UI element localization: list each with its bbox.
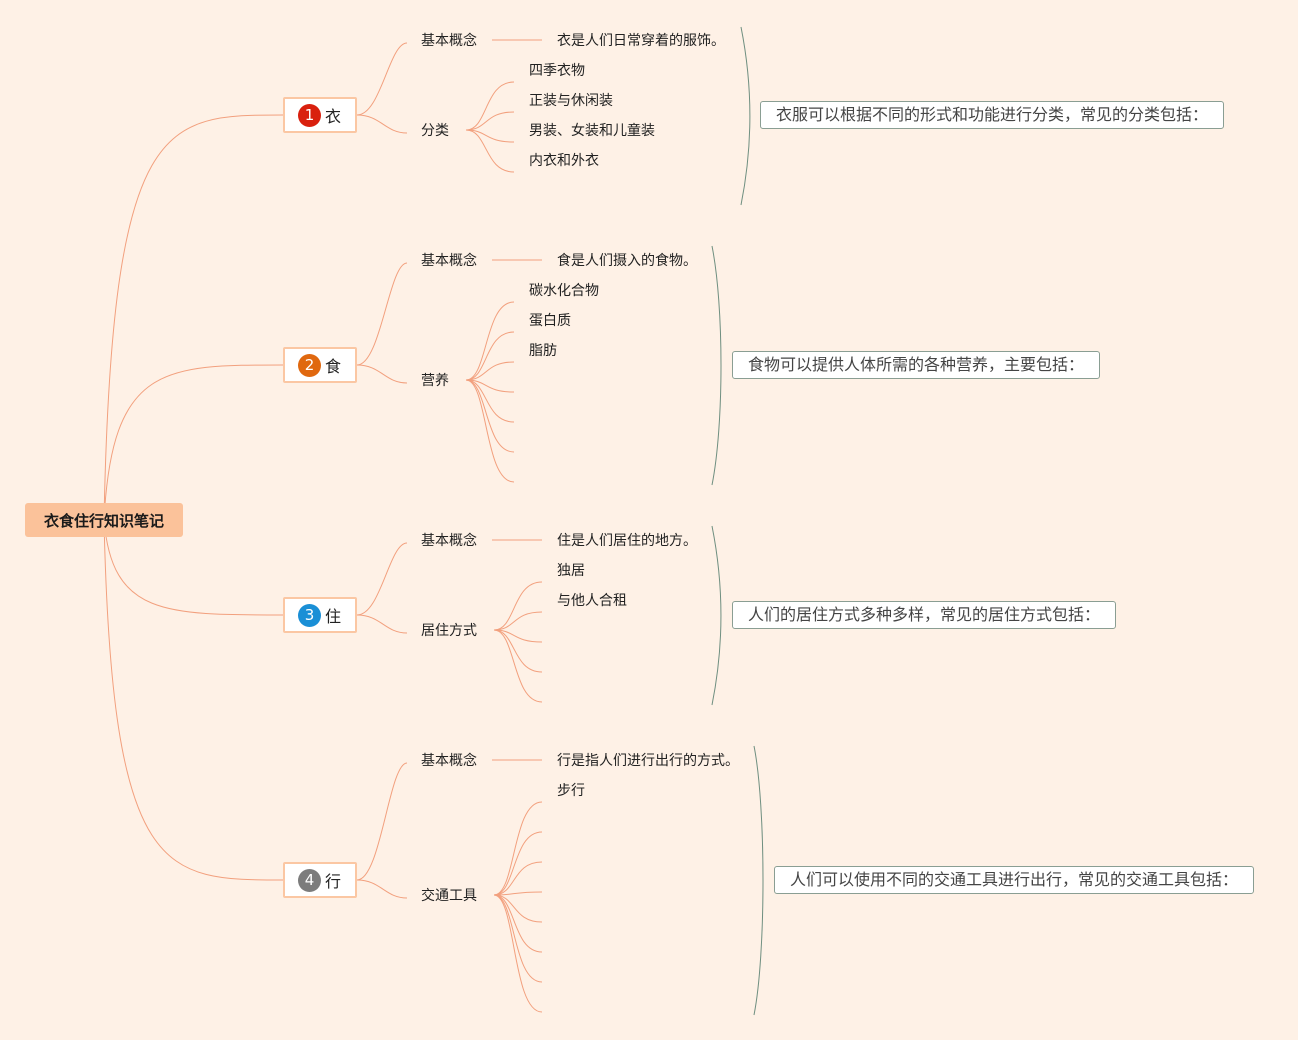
housing-group-label[interactable]: 居住方式 [421,623,477,639]
number-badge: 3 [298,603,321,627]
food-summary-bracket [711,245,722,486]
food-item-connector [465,379,515,423]
housing-summary[interactable]: 人们的居住方式多种多样，常见的居住方式包括： [732,601,1117,629]
food-item-connector [465,301,515,381]
food-item[interactable]: 碳水化合物 [529,283,599,299]
root-to-food-connector [103,364,284,521]
food-group-connector [356,364,408,384]
food-item-connector [465,379,515,483]
clothing-item-connector [465,111,515,131]
topic-label: 衣 [325,107,342,126]
food-concept-connector [356,262,408,366]
transport-item-connector [493,894,543,1013]
housing-concept-text[interactable]: 住是人们居住的地方。 [557,533,697,549]
transport-item-connector [493,801,543,896]
transport-concept-label[interactable]: 基本概念 [421,753,477,769]
clothing-group-label[interactable]: 分类 [421,123,449,139]
root-node[interactable]: 衣食住行知识笔记 [25,503,183,537]
number-badge: 4 [298,868,321,892]
clothing-summary-bracket [740,26,751,206]
housing-concept-connector [356,542,408,616]
transport-item[interactable]: 步行 [557,783,585,799]
clothing-item[interactable]: 四季衣物 [529,63,585,79]
clothing-item-connector [465,81,515,131]
housing-item-connector [493,611,543,631]
root-label: 衣食住行知识笔记 [43,511,164,530]
housing-item[interactable]: 独居 [557,563,585,579]
transport-concept-connector [356,762,408,881]
transport-item-connector [493,894,543,953]
housing-concept-label[interactable]: 基本概念 [421,533,477,549]
transport-item-connector [493,894,543,923]
root-to-housing-connector [103,519,284,616]
food-item[interactable]: 蛋白质 [529,313,571,329]
clothing-item[interactable]: 男装、女装和儿童装 [529,123,655,139]
housing-group-connector [356,614,408,634]
clothing-summary[interactable]: 衣服可以根据不同的形式和功能进行分类，常见的分类包括： [760,101,1225,129]
food-group-label[interactable]: 营养 [421,373,449,389]
food-summary[interactable]: 食物可以提供人体所需的各种营养，主要包括： [732,351,1101,379]
transport-group-connector [356,879,408,899]
food-item-connector [465,379,515,393]
number-badge: 1 [298,103,321,127]
clothing-concept-text[interactable]: 衣是人们日常穿着的服饰。 [557,33,725,49]
housing-item-connector [493,629,543,673]
clothing-item-connector [465,129,515,173]
housing-summary-bracket [711,525,722,706]
topic-label: 食 [325,357,342,376]
clothing-group-connector [356,114,408,134]
number-badge: 2 [298,353,321,377]
root-to-clothing-connector [103,114,284,521]
transport-concept-text[interactable]: 行是指人们进行出行的方式。 [557,753,739,769]
transport-group-label[interactable]: 交通工具 [421,888,477,904]
food-item-connector [465,379,515,453]
food-item[interactable]: 脂肪 [529,343,557,359]
food-concept-text[interactable]: 食是人们摄入的食物。 [557,253,697,269]
clothing-item[interactable]: 正装与休闲装 [529,93,613,109]
transport-item-connector [493,831,543,896]
transport-summary-bracket [753,745,764,1016]
clothing-item-connector [465,129,515,143]
housing-item-connector [493,629,543,703]
clothing-concept-label[interactable]: 基本概念 [421,33,477,49]
topic-label: 住 [325,607,342,626]
topic-label: 行 [325,872,342,891]
transport-item-connector [493,891,543,896]
food-concept-label[interactable]: 基本概念 [421,253,477,269]
housing-item-connector [493,581,543,631]
housing-item[interactable]: 与他人合租 [557,593,627,609]
clothing-item[interactable]: 内衣和外衣 [529,153,599,169]
transport-summary[interactable]: 人们可以使用不同的交通工具进行出行，常见的交通工具包括： [774,866,1255,894]
food-item-connector [465,331,515,381]
root-to-transport-connector [103,519,284,881]
food-item-connector [465,361,515,381]
clothing-concept-connector [356,42,408,116]
transport-item-connector [493,861,543,896]
housing-item-connector [493,629,543,643]
